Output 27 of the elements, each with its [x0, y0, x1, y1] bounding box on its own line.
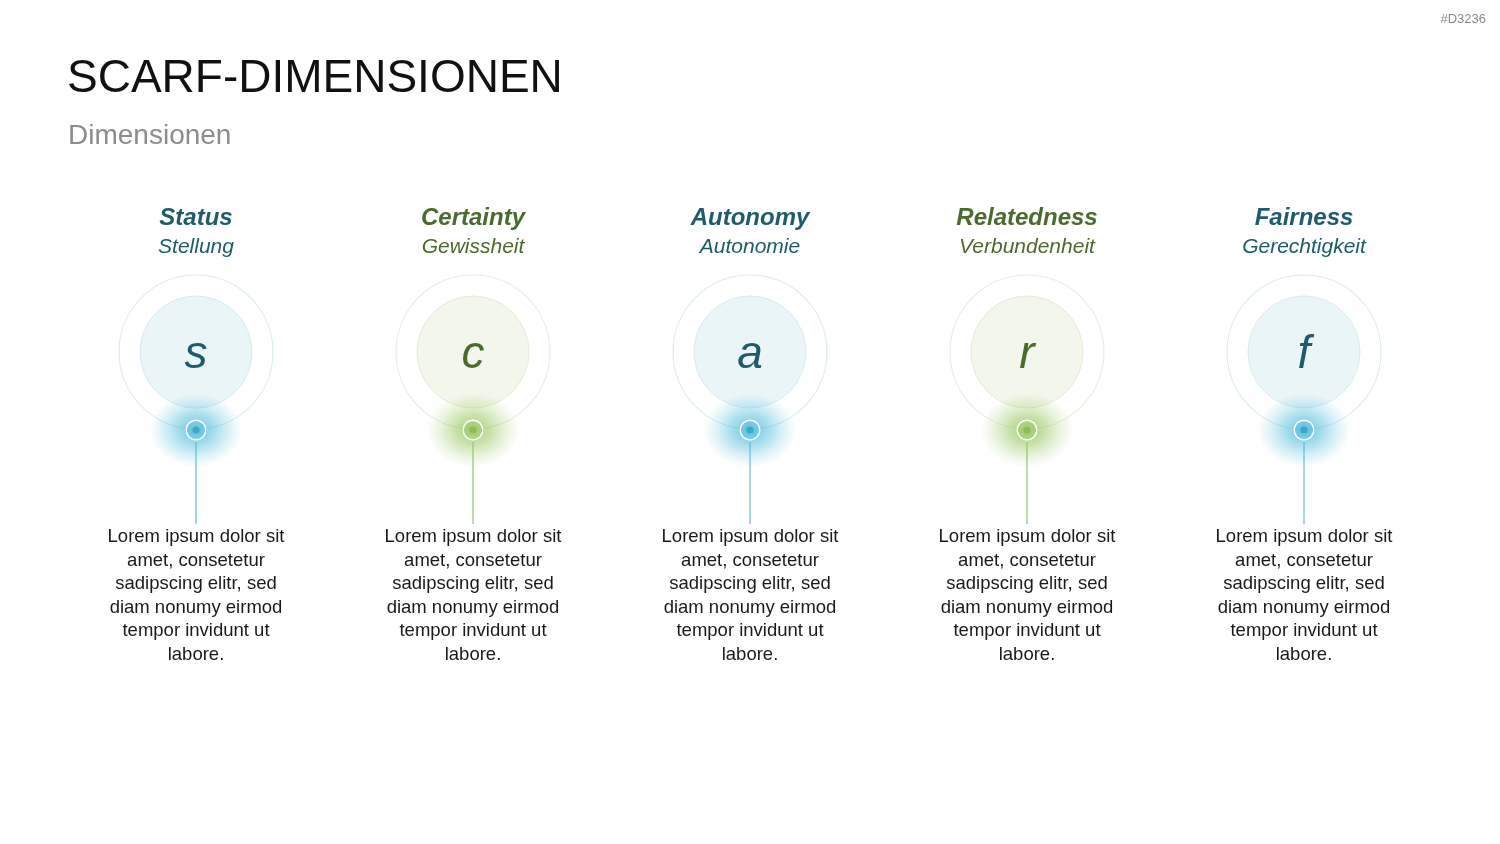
slide-title: SCARF-DIMENSIONEN [67, 53, 563, 99]
circle-letter: s [184, 329, 208, 375]
circle-node [947, 272, 1107, 442]
dimension-name: Status [159, 203, 233, 231]
circle-letter: c [461, 329, 485, 375]
dimension-translation: Gewissheit [421, 233, 525, 259]
description-text: Lorem ipsum dolor sit amet, consetetur sadipscing elitr, sed diam nonumy eirmod tempor invidunt ut labore. [647, 524, 853, 666]
circle-letter: a [737, 329, 763, 375]
reference-code: #D3236 [1440, 12, 1486, 25]
dimension-name: Relatedness [956, 203, 1098, 231]
description-text: Lorem ipsum dolor sit amet, consetetur sadipscing elitr, sed diam nonumy eirmod tempor invidunt ut labore. [370, 524, 576, 666]
dimension-translation: Verbundenheit [959, 233, 1095, 259]
description-text: Lorem ipsum dolor sit amet, consetetur sadipscing elitr, sed diam nonumy eirmod tempor invidunt ut labore. [93, 524, 299, 666]
circle-node [670, 272, 830, 442]
description-text: Lorem ipsum dolor sit amet, consetetur sadipscing elitr, sed diam nonumy eirmod tempor invidunt ut labore. [924, 524, 1130, 666]
dimension-name: Fairness [1254, 203, 1354, 231]
circle-node [393, 272, 553, 442]
dimension-translation: Gerechtigkeit [1242, 233, 1366, 259]
circle-letter: r [1019, 329, 1035, 375]
circle-node [116, 272, 276, 442]
circle-node [1224, 272, 1384, 442]
dimension-translation: Autonomie [699, 233, 801, 259]
dimension-name: Certainty [421, 203, 525, 231]
dimension-name: Autonomy [690, 203, 810, 231]
dimension-translation: Stellung [158, 233, 234, 259]
subtitle: Dimensionen [68, 120, 232, 151]
description-text: Lorem ipsum dolor sit amet, consetetur sadipscing elitr, sed diam nonumy eirmod tempor invidunt ut labore. [1201, 524, 1407, 666]
